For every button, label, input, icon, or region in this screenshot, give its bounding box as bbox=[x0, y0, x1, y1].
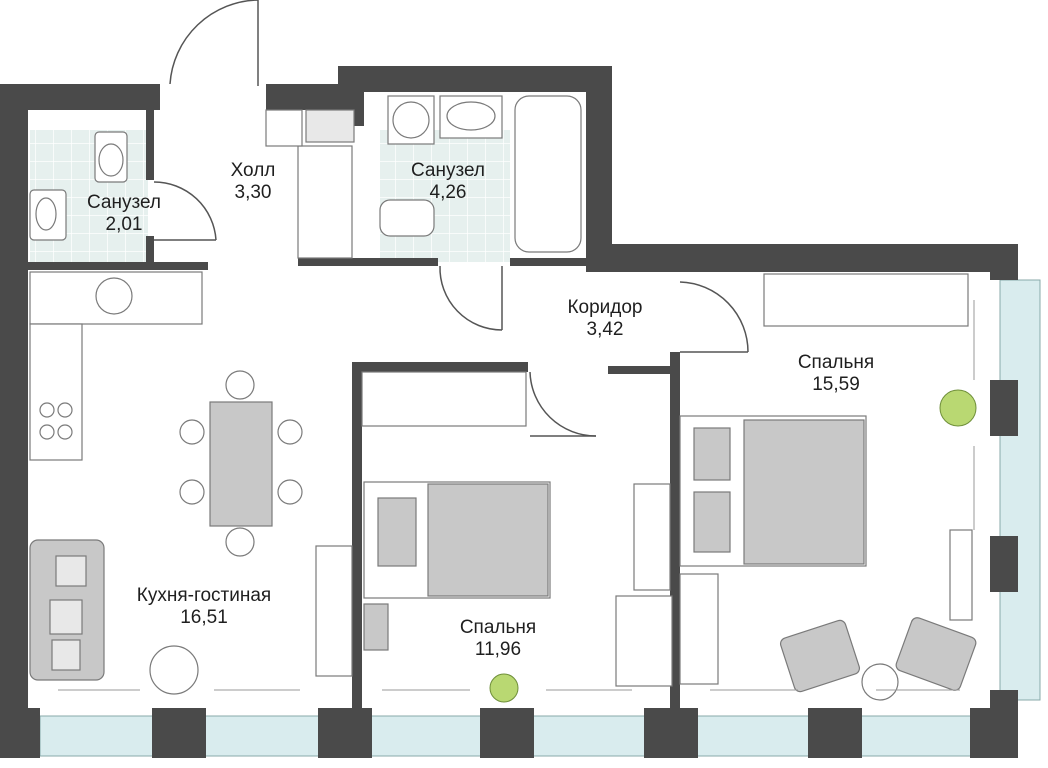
door-swings bbox=[153, 0, 749, 437]
hall-wardrobe bbox=[265, 109, 355, 259]
radiators bbox=[58, 300, 975, 691]
room-label-bathroom-small: Санузел 2,01 bbox=[68, 192, 180, 236]
room-area: 4,26 bbox=[429, 182, 467, 203]
room-name: Санузел bbox=[410, 160, 485, 181]
room-area: 2,01 bbox=[105, 214, 143, 235]
walls bbox=[0, 66, 1018, 758]
room-name: Кухня-гостиная bbox=[136, 585, 272, 606]
room-label-corridor: Коридор 3,42 bbox=[546, 297, 664, 341]
room-area: 16,51 bbox=[180, 607, 228, 628]
room-label-bedroom-2: Спальня 15,59 bbox=[780, 352, 892, 396]
room-label-hall: Холл 3,30 bbox=[218, 160, 288, 204]
living-sofa bbox=[29, 539, 199, 695]
room-label-kitchen-living: Кухня-гостиная 16,51 bbox=[104, 585, 304, 629]
kitchen-units bbox=[29, 271, 203, 461]
tv-stands bbox=[315, 483, 973, 677]
plants bbox=[489, 389, 977, 703]
room-area: 15,59 bbox=[812, 374, 860, 395]
large-bathroom-fixtures bbox=[379, 95, 582, 253]
room-name: Спальня bbox=[797, 352, 875, 373]
dining-table bbox=[179, 370, 303, 557]
room-label-bathroom-large: Санузел 4,26 bbox=[392, 160, 504, 204]
room-name: Холл bbox=[230, 160, 276, 181]
bedroom-1-furniture bbox=[361, 371, 673, 687]
room-name: Санузел bbox=[86, 192, 161, 213]
room-area: 11,96 bbox=[474, 639, 522, 660]
room-name: Коридор bbox=[567, 297, 643, 318]
room-label-bedroom-1: Спальня 11,96 bbox=[442, 617, 554, 661]
small-bathroom-fixtures bbox=[29, 131, 128, 241]
room-area: 3,42 bbox=[586, 319, 624, 340]
bedroom-2-furniture bbox=[679, 273, 977, 701]
bathroom-large-floor bbox=[380, 130, 510, 262]
room-area: 3,30 bbox=[234, 182, 272, 203]
room-name: Спальня bbox=[459, 617, 537, 638]
